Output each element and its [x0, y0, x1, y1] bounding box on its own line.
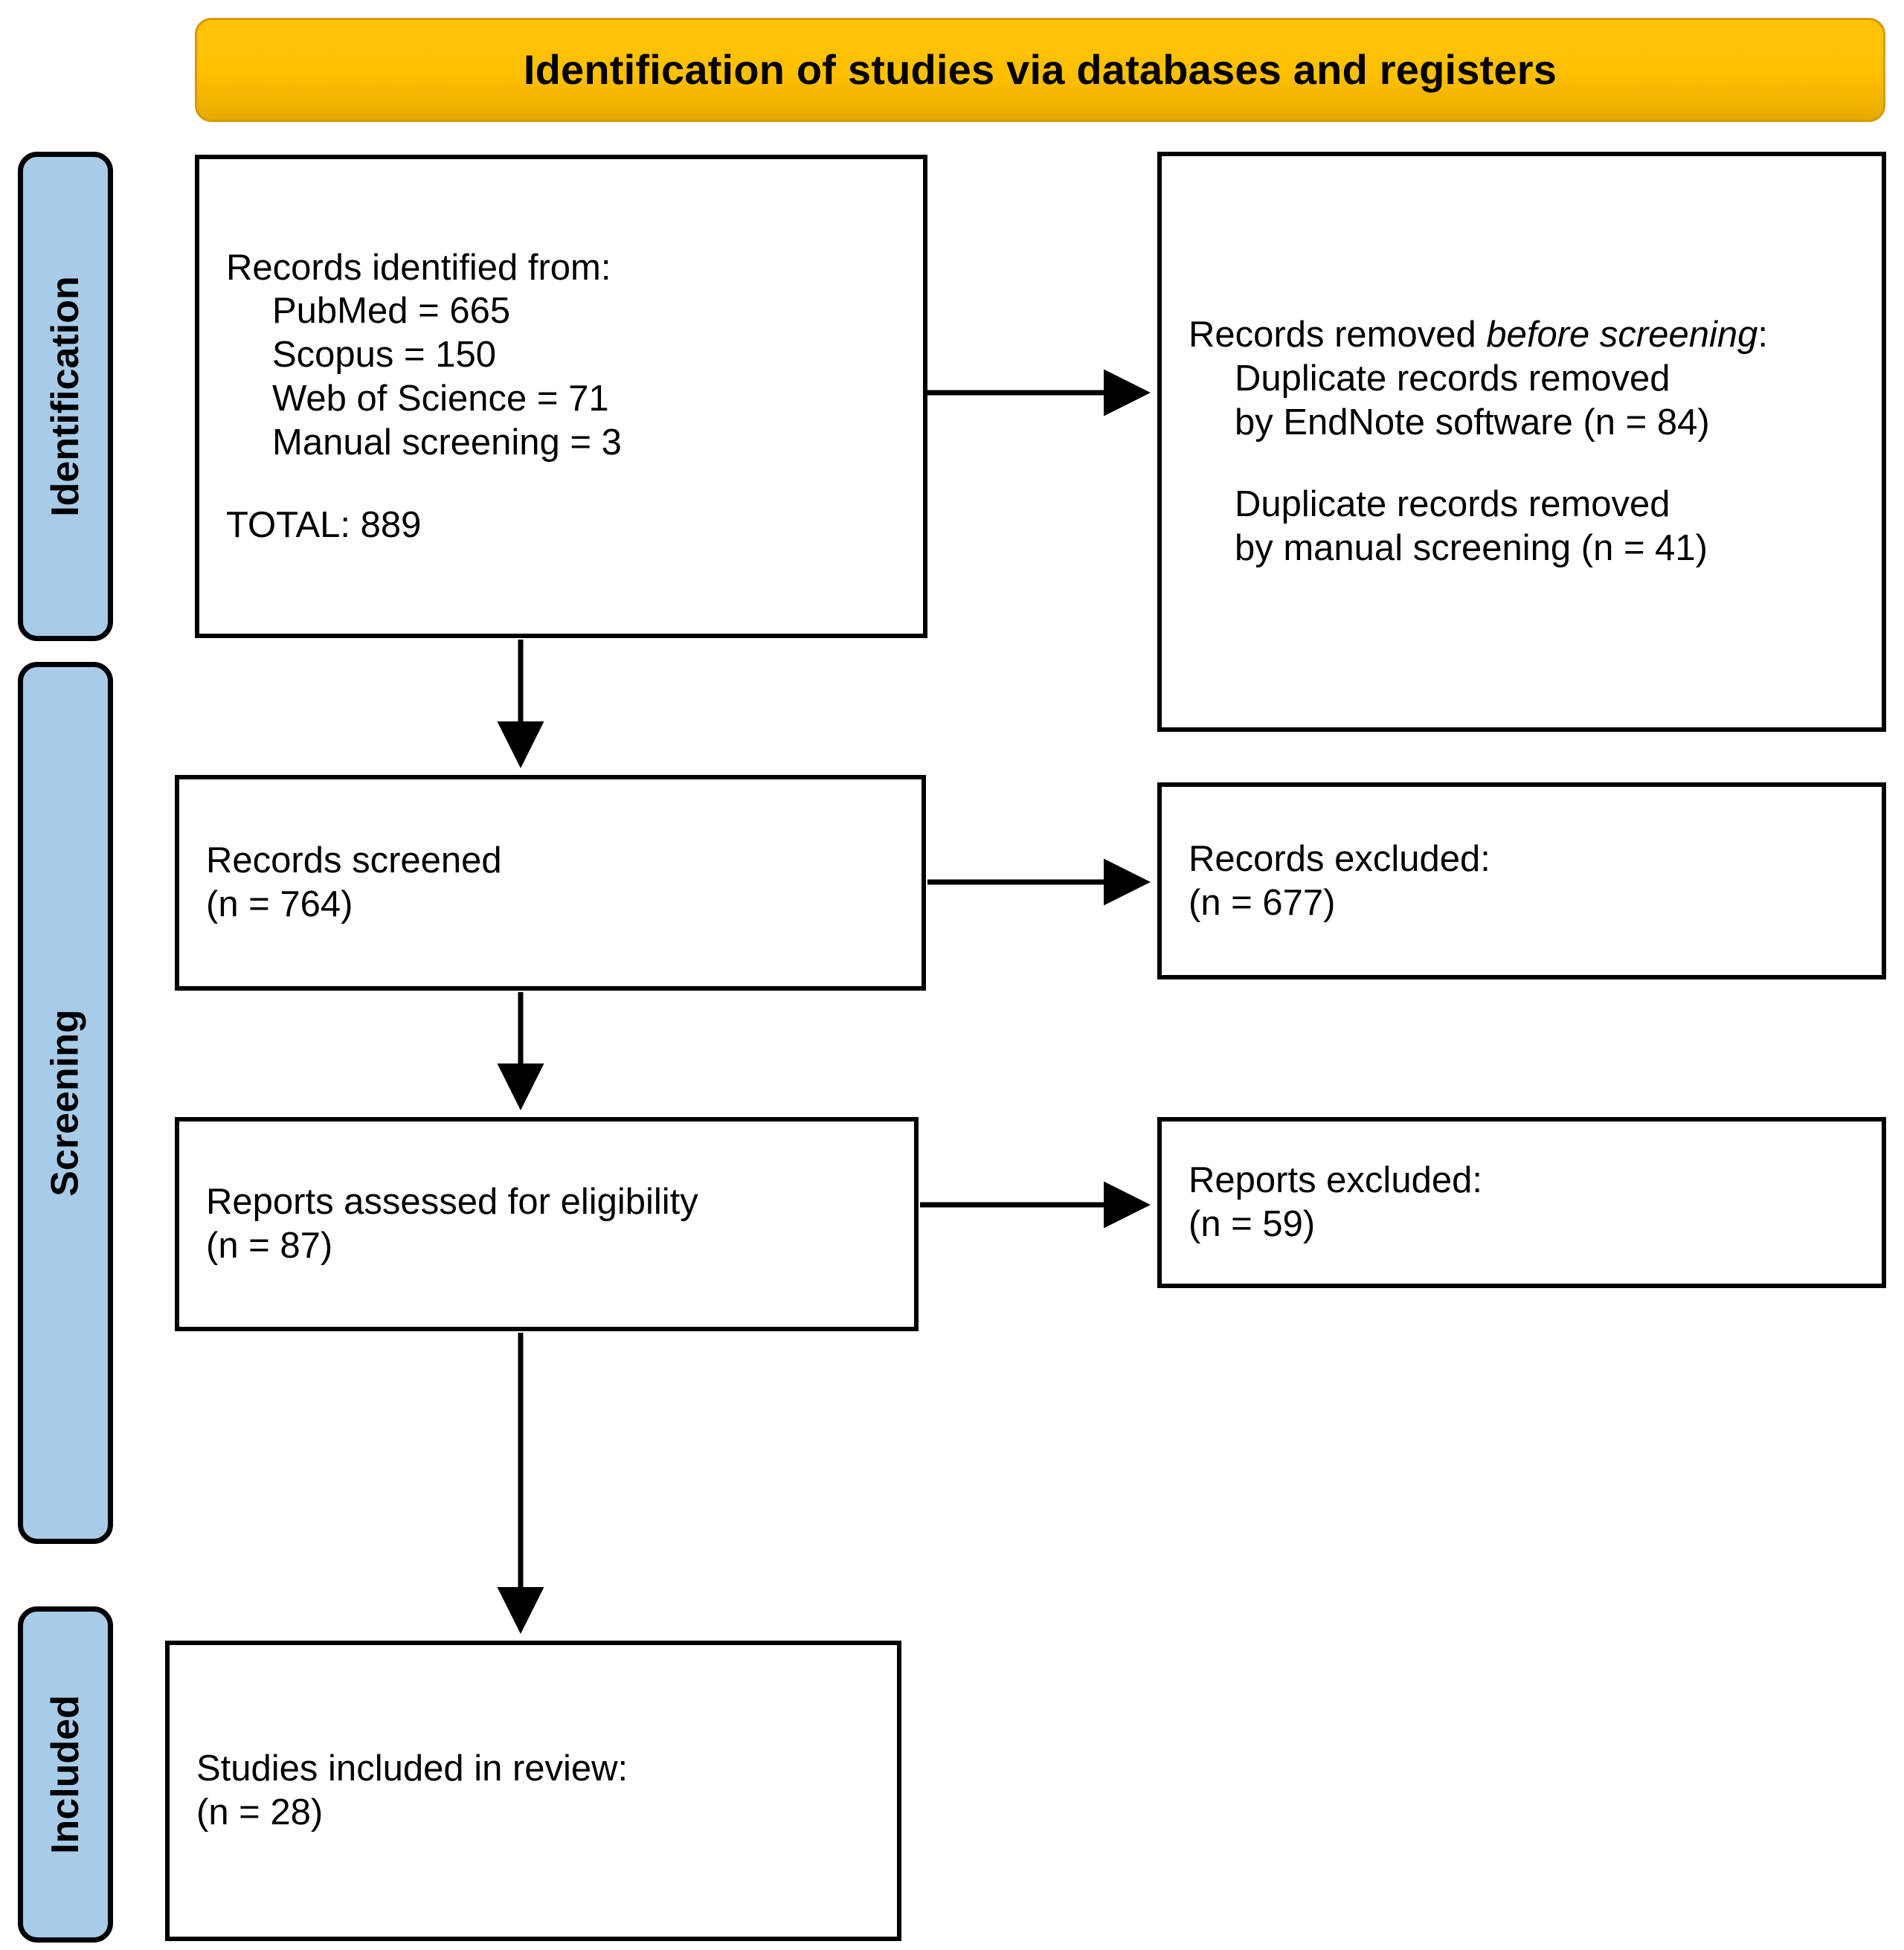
box-reports-assessed-eligibility: Reports assessed for eligibility (n = 87…	[175, 1117, 919, 1331]
records-excluded-label: Records excluded:	[1189, 838, 1490, 879]
stage-label-screening: Screening	[18, 662, 113, 1544]
stage-label-identification-text: Identification	[44, 276, 87, 517]
records-screened-count: (n = 764)	[206, 884, 353, 924]
records-identified-spacer	[226, 465, 896, 503]
records-excluded-count: (n = 677)	[1189, 882, 1336, 923]
box-records-screened: Records screened (n = 764)	[175, 775, 926, 991]
records-removed-heading-plain: Records removed	[1189, 315, 1487, 355]
records-identified-source-scopus: Scopus = 150	[272, 335, 497, 376]
reports-eligibility-label: Reports assessed for eligibility	[206, 1182, 698, 1223]
records-identified-source-pubmed: PubMed = 665	[272, 291, 511, 332]
reports-eligibility-count: (n = 87)	[206, 1226, 333, 1266]
records-removed-heading-colon: :	[1757, 315, 1768, 355]
records-identified-total: TOTAL: 889	[226, 504, 422, 545]
box-records-removed: Records removed before screening: Duplic…	[1157, 152, 1886, 732]
reports-excluded-count: (n = 59)	[1189, 1204, 1316, 1244]
diagram-title-banner: Identification of studies via databases …	[195, 18, 1885, 122]
stage-label-identification: Identification	[18, 152, 113, 641]
box-records-identified: Records identified from: PubMed = 665 Sc…	[195, 155, 927, 638]
records-removed-heading-italic: before screening	[1486, 315, 1758, 355]
records-identified-source-manual: Manual screening = 3	[272, 422, 622, 463]
stage-label-included: Included	[18, 1606, 113, 1943]
reports-excluded-label: Reports excluded:	[1189, 1160, 1482, 1201]
studies-included-label: Studies included in review:	[196, 1748, 628, 1789]
box-reports-excluded: Reports excluded: (n = 59)	[1157, 1117, 1886, 1288]
records-removed-manual: Duplicate records removed by manual scre…	[1235, 484, 1708, 569]
records-identified-source-wos: Web of Science = 71	[272, 379, 609, 419]
records-removed-heading: Records removed before screening:	[1189, 313, 1855, 357]
studies-included-count: (n = 28)	[196, 1792, 324, 1832]
stage-label-included-text: Included	[44, 1695, 88, 1854]
records-removed-endnote: Duplicate records removed by EndNote sof…	[1235, 358, 1710, 443]
box-studies-included: Studies included in review: (n = 28)	[165, 1641, 901, 1941]
box-records-excluded: Records excluded: (n = 677)	[1157, 782, 1886, 979]
records-identified-heading: Records identified from:	[226, 247, 611, 288]
records-screened-label: Records screened	[206, 840, 502, 881]
diagram-title-text: Identification of studies via databases …	[523, 46, 1557, 94]
stage-label-screening-text: Screening	[44, 1009, 88, 1197]
records-removed-spacer	[1189, 444, 1855, 483]
